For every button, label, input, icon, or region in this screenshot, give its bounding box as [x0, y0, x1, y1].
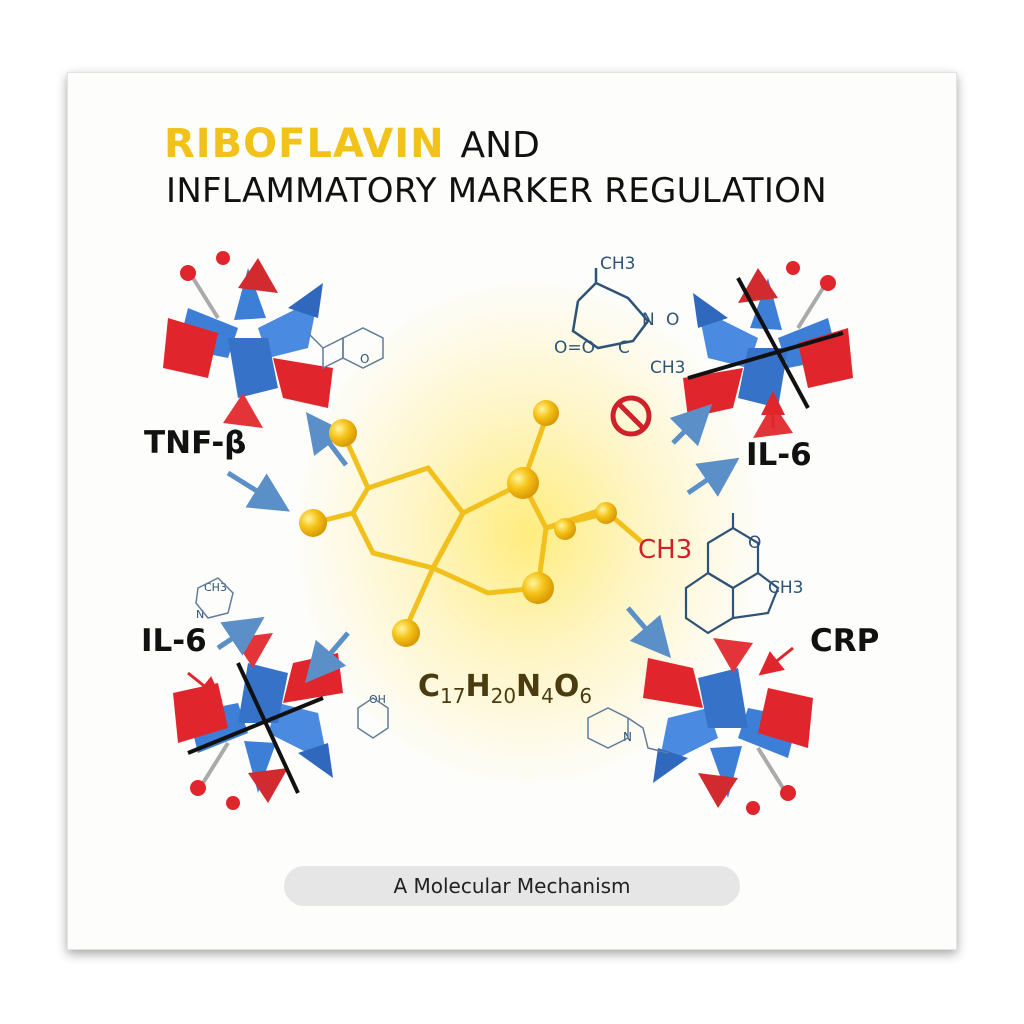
formula-n: N [516, 669, 542, 704]
marker-label-il6-left: IL-6 [141, 623, 207, 659]
methyl-label: CH3 [638, 535, 693, 565]
chem-sketch-top-right [571, 268, 650, 350]
marker-label-tnf: TNF-β [144, 425, 247, 461]
marker-label-crp: CRP [810, 623, 880, 659]
riboflavin-molecule [299, 400, 645, 647]
marker-label-il6-right: IL-6 [746, 437, 812, 473]
title-and: AND [460, 125, 540, 166]
sketch-label: CH3 [768, 578, 803, 598]
protein-tnf-top-left [161, 249, 335, 430]
chem-sketch-middle-right [684, 513, 780, 635]
protein-il6-bottom-left-inhibited [171, 631, 345, 812]
sketch-label: CH3 [650, 358, 685, 378]
formula-h-count: 20 [490, 684, 517, 708]
formula-h: H [465, 669, 491, 704]
sketch-label: N [196, 608, 204, 621]
chem-sketch-bottom-center [357, 697, 389, 739]
formula-n-count: 4 [541, 684, 554, 708]
sketch-label: O=O [554, 338, 595, 358]
sketch-label: CH3 [600, 254, 635, 274]
chem-sketch-top-left [307, 327, 384, 370]
arrows [187, 391, 794, 701]
sketch-label: OH [369, 693, 386, 706]
sketch-label: N [642, 310, 655, 330]
protein-il6-top-right-inhibited [681, 259, 855, 440]
formula-c-count: 17 [440, 684, 466, 708]
inhibition-cross [736, 277, 810, 409]
title-riboflavin: RIBOFLAVIN [164, 121, 445, 167]
sketch-label: O [666, 310, 679, 330]
protein-crp-bottom-right [641, 636, 815, 817]
molecular-formula: C17H20N4O6 [418, 669, 592, 708]
chem-sketch-bottom-right [587, 707, 669, 754]
chem-sketch-bottom-left [195, 577, 234, 619]
subtitle-pill: A Molecular Mechanism [284, 866, 740, 906]
sketch-label: O [360, 352, 369, 366]
formula-c: C [418, 669, 441, 704]
formula-o: O [553, 669, 580, 704]
title-line-2: INFLAMMATORY MARKER REGULATION [166, 171, 827, 211]
prohibited-icon [610, 395, 652, 437]
infographic-card: RIBOFLAVIN AND INFLAMMATORY MARKER REGULA… [67, 72, 957, 950]
title-line-1: RIBOFLAVIN AND [164, 121, 540, 167]
illustration: CH3 N O C O=O CH3 CH3 O O CH3 N OH N [161, 249, 855, 817]
sketch-label: CH3 [204, 581, 227, 594]
sketch-label: O [748, 533, 761, 553]
formula-o-count: 6 [579, 684, 593, 708]
sketch-label: C [618, 338, 630, 358]
